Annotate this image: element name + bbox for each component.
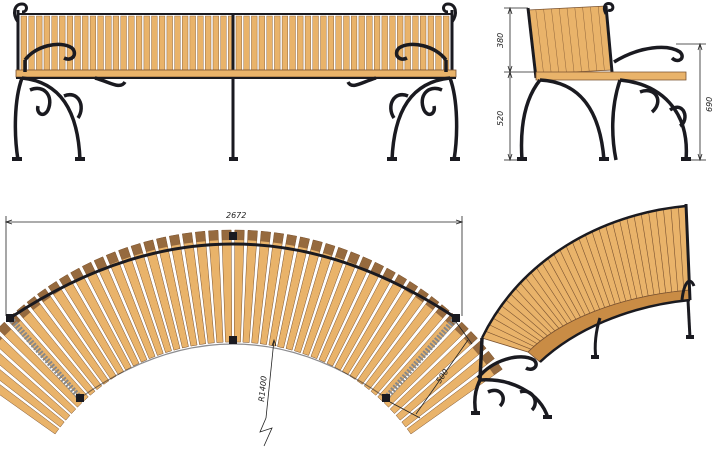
front-foot-1 (12, 157, 22, 161)
dim-radius: R1400 (257, 375, 269, 402)
front-foot-2 (75, 157, 85, 161)
side-foot-2 (599, 157, 609, 161)
front-left-leg-assembly (13, 42, 127, 161)
plan-corner-tr (452, 314, 460, 322)
front-back-slats (20, 15, 450, 71)
front-view (12, 2, 460, 161)
plan-right-end (383, 316, 459, 400)
plan-inner-frame (79, 343, 387, 399)
plan-center-post-bottom (229, 336, 237, 344)
side-backrest (527, 5, 613, 75)
persp-foot-4 (686, 335, 694, 339)
front-right-top-scroll (442, 2, 457, 23)
perspective-view (471, 203, 696, 419)
plan-corner-br (382, 394, 390, 402)
plan-radius-leader (259, 338, 277, 447)
plan-depth-dimension (389, 321, 473, 419)
dim-seat-height: 520 (496, 111, 505, 126)
persp-backrest-slats (485, 206, 685, 350)
dim-total-height: 690 (705, 97, 714, 112)
plan-center-post-top (229, 232, 237, 240)
persp-foot-1 (471, 411, 480, 415)
side-backrest-slat-lines (535, 6, 605, 74)
persp-top-rail (480, 204, 687, 339)
plan-length-dimension (4, 216, 464, 316)
persp-foot-2 (543, 415, 552, 419)
side-back-rear-upright (526, 7, 538, 79)
persp-right-legs (593, 279, 696, 359)
top-view: 2672 500 R1400 (0, 211, 503, 447)
persp-right-upright (684, 203, 692, 301)
front-right-leg-assembly (346, 42, 459, 161)
plan-left-end (7, 316, 83, 400)
front-seat-board (15, 69, 457, 78)
dim-back-height: 380 (496, 33, 505, 48)
plan-corner-tl (6, 314, 14, 322)
front-foot-5 (450, 157, 460, 161)
persp-foot-3 (591, 355, 599, 359)
side-seat (535, 71, 687, 81)
persp-left-end (473, 337, 550, 419)
side-foot-3 (681, 157, 691, 161)
side-view: 380 520 690 (496, 2, 714, 162)
persp-seat-rail (539, 298, 691, 363)
front-foot-3 (229, 157, 238, 161)
side-back-front-upright (604, 5, 614, 73)
side-dimension-lines (504, 6, 706, 162)
side-foot-1 (517, 157, 527, 161)
plan-outer-frame (9, 242, 457, 320)
side-armrest (613, 45, 684, 64)
front-left-top-scroll (13, 2, 28, 23)
side-top-scroll (602, 2, 615, 15)
side-legs (519, 78, 689, 161)
dim-length: 2672 (226, 211, 246, 220)
plan-corner-bl (76, 394, 84, 402)
front-foot-4 (387, 157, 397, 161)
plan-seat-slats (0, 229, 503, 435)
